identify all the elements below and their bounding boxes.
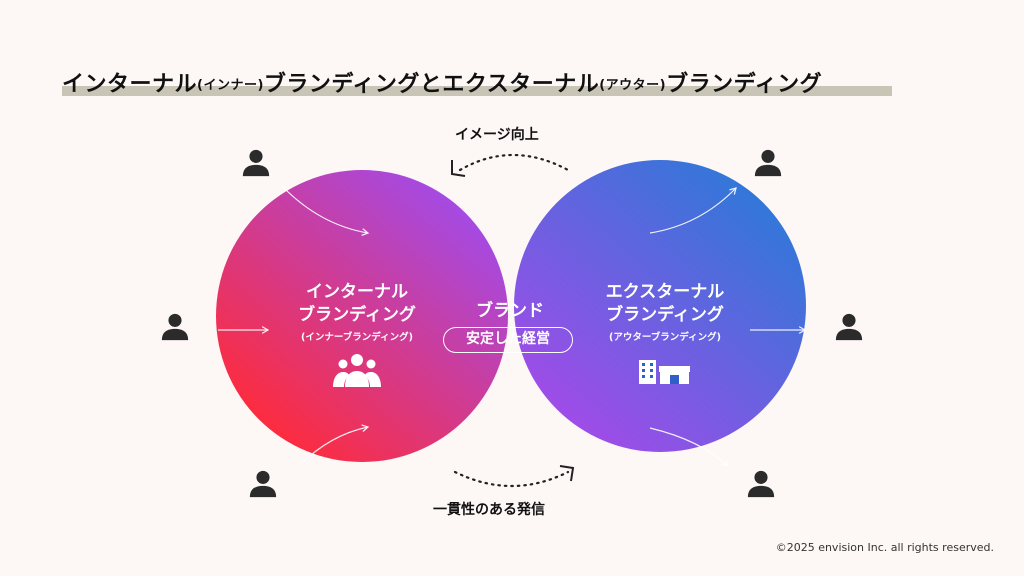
right-circle [514, 160, 806, 452]
person-icon [161, 313, 189, 341]
left-circle-label: インターナル ブランディング (インナーブランディング) [282, 281, 432, 343]
copyright: ©2025 envision Inc. all rights reserved. [775, 541, 994, 554]
person-icon [747, 470, 775, 498]
right-label-line2: ブランディング [606, 305, 724, 325]
left-label-sub: (インナーブランディング) [301, 332, 413, 343]
right-circle-label: エクスターナル ブランディング (アウターブランディング) [590, 281, 740, 343]
bottom-caption: 一貫性のある発信 [433, 502, 545, 518]
left-circle [216, 170, 508, 462]
arrow-right-bottom [649, 427, 729, 467]
person-icon [835, 313, 863, 341]
top-arrowhead-icon [451, 160, 466, 177]
top-dotted-arc [451, 154, 570, 177]
arrow-right-top [649, 187, 737, 234]
arrow-left-top [281, 185, 370, 236]
bottom-dotted-arc [453, 465, 575, 488]
bottom-arrowhead-icon [559, 465, 575, 482]
buildings-icon [639, 360, 690, 384]
center-title: ブランド [476, 301, 544, 321]
title-part1: インターナル [62, 72, 198, 97]
right-label-sub: (アウターブランディング) [609, 332, 721, 343]
center-pill: 安定した経営 [443, 327, 573, 353]
title-part2: (インナー) [197, 78, 264, 93]
top-caption: イメージ向上 [455, 127, 539, 143]
title-part4: (アウター) [599, 78, 667, 93]
left-label-line2: ブランディング [298, 305, 416, 325]
right-label-line1: エクスターナル [605, 282, 725, 302]
flow-arrows [218, 185, 807, 467]
group-icon [333, 354, 381, 387]
arrow-left-bottom [299, 424, 370, 466]
title-underline [62, 86, 892, 96]
left-label-line1: インターナル [306, 282, 408, 302]
title-part5: ブランディング [666, 72, 823, 97]
person-icon [242, 149, 270, 177]
person-icon [754, 149, 782, 177]
person-icon [249, 470, 277, 498]
title-part3: ブランディングとエクスターナル [263, 72, 600, 97]
